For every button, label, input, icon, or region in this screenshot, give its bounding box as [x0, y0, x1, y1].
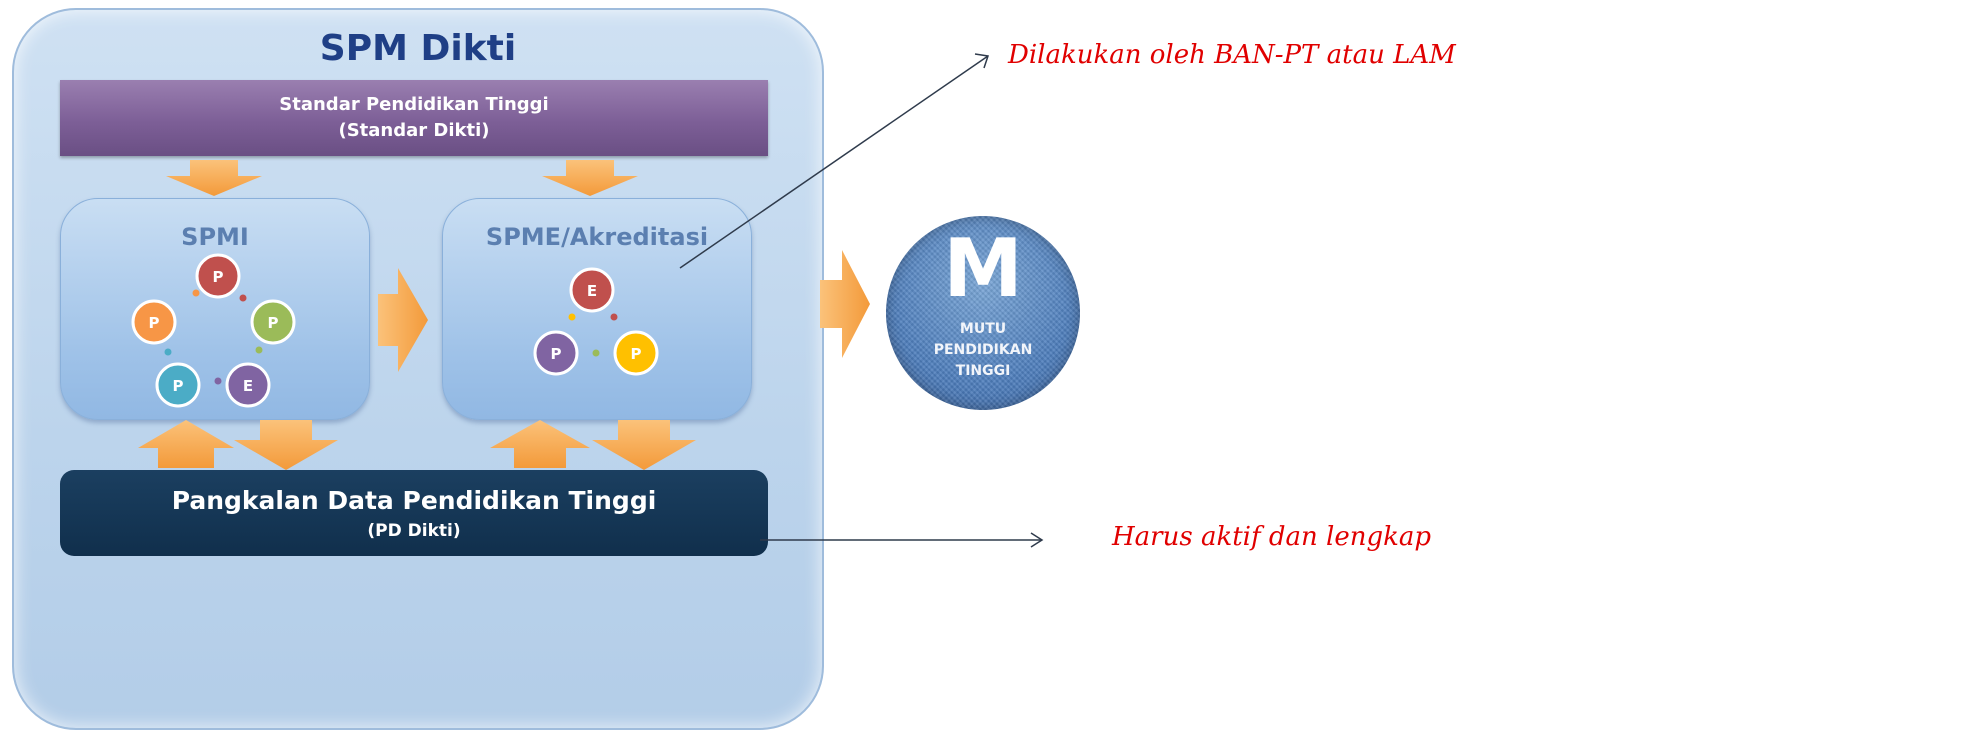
spme-box: SPME/Akreditasi [442, 198, 752, 420]
note-akreditasi: Dilakukan oleh BAN-PT atau LAM [1008, 40, 1456, 70]
pd-dikti-line-1: Pangkalan Data Pendidikan Tinggi [171, 485, 657, 515]
spmi-box: SPMI [60, 198, 370, 420]
mutu-line-3: TINGGI [955, 363, 1011, 379]
spmi-node-bottom-right-label: E [243, 377, 253, 395]
down-arrow-spme-to-pddikti [592, 420, 696, 470]
spmi-node-top: P [195, 253, 241, 299]
spmi-title: SPMI [181, 223, 249, 251]
spme-node-top-label: E [587, 282, 597, 300]
down-arrow-spmi-to-pddikti [234, 420, 338, 470]
spm-dikti-title: SPM Dikti [319, 28, 517, 69]
spmi-node-left-label: P [149, 314, 160, 332]
note-pddikti: Harus aktif dan lengkap [1112, 522, 1432, 552]
down-arrow-standar-to-spmi [166, 160, 262, 196]
connector-akreditasi-arrowhead [974, 53, 989, 69]
spmi-node-bottom-left: P [155, 362, 201, 408]
spme-node-right: P [613, 330, 659, 376]
spmi-node-right-label: P [268, 314, 279, 332]
pd-dikti-bar: Pangkalan Data Pendidikan Tinggi (PD Dik… [60, 470, 768, 556]
spme-node-left: P [533, 330, 579, 376]
down-arrow-standar-to-spme [542, 160, 638, 196]
standar-dikti-bar: Standar Pendidikan Tinggi (Standar Dikti… [60, 80, 768, 156]
mutu-letter: M [943, 222, 1023, 315]
mutu-caption: MUTU PENDIDIKAN TINGGI [886, 319, 1080, 382]
standar-line-2: (Standar Dikti) [338, 120, 490, 141]
spme-node-left-label: P [551, 345, 562, 363]
pd-dikti-line-2: (PD Dikti) [367, 520, 461, 541]
spmi-cycle-links [164, 289, 263, 385]
spme-cycle-links [568, 313, 618, 357]
connector-akreditasi [679, 55, 989, 269]
spmi-node-top-label: P [213, 268, 224, 286]
mutu-pendidikan-circle: M MUTU PENDIDIKAN TINGGI [886, 216, 1080, 410]
right-arrow-spmi-to-spme [378, 268, 428, 372]
connector-pddikti-arrowhead [1030, 532, 1044, 548]
standar-line-1: Standar Pendidikan Tinggi [279, 93, 549, 115]
up-arrow-pddikti-to-spme [490, 420, 590, 468]
spme-node-top: E [569, 267, 615, 313]
right-arrow-to-mutu [820, 250, 870, 358]
spmi-node-bottom-right: E [225, 362, 271, 408]
mutu-line-1: MUTU [959, 321, 1007, 337]
mutu-line-2: PENDIDIKAN [933, 342, 1033, 358]
spmi-node-bottom-left-label: P [173, 377, 184, 395]
spmi-node-right: P [250, 299, 296, 345]
up-arrow-pddikti-to-spmi [138, 420, 234, 468]
spmi-node-left: P [131, 299, 177, 345]
spme-node-right-label: P [631, 345, 642, 363]
spme-title: SPME/Akreditasi [485, 223, 709, 251]
